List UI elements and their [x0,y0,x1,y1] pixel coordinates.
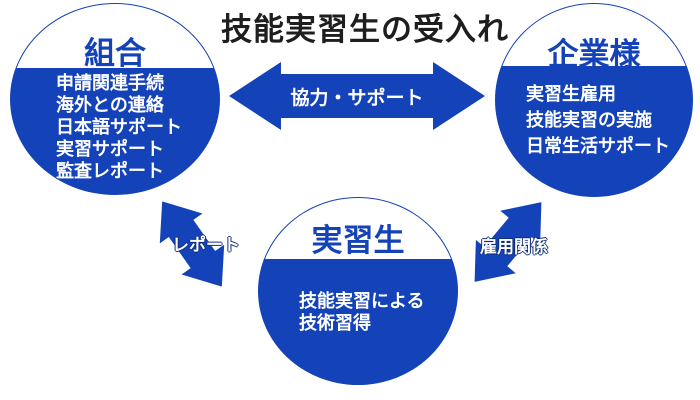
node-union-items: 申請関連手続 海外との連絡 日本語サポート 実習サポート 監査レポート [56,72,182,182]
list-item: 日常生活サポート [526,136,670,156]
list-item: 海外との連絡 [56,95,164,115]
employment-arrow-label: 雇用関係 [480,237,548,257]
list-item: 技能実習の実施 [526,110,652,130]
list-item: 申請関連手続 [56,73,164,93]
list-item: 技術習得 [299,313,371,333]
report-arrow-label: レポート [172,235,240,255]
page-title: 技能実習生の受入れ [221,12,509,47]
list-item: 技能実習による [299,291,425,311]
node-company-items: 実習生雇用 技能実習の実施 日常生活サポート [526,81,670,159]
node-trainee-circle: 実習生 技能実習による 技術習得 [258,197,458,385]
node-union-circle: 組合 申請関連手続 海外との連絡 日本語サポート 実習サポート 監査レポート [10,3,220,195]
node-company-circle: 企業様 実習生雇用 技能実習の実施 日常生活サポート [495,3,693,197]
cooperation-arrow-label: 協力・サポート [290,87,424,109]
list-item: 実習サポート [56,139,164,159]
list-item: 監査レポート [56,161,164,181]
node-company-title: 企業様 [547,37,641,72]
node-union-title: 組合 [84,36,146,71]
node-trainee-items: 技能実習による 技術習得 [299,290,424,334]
list-item: 実習生雇用 [526,84,616,104]
cooperation-double-arrow: 協力・サポート [229,62,485,130]
node-trainee-title: 実習生 [311,223,405,258]
list-item: 日本語サポート [56,117,182,137]
